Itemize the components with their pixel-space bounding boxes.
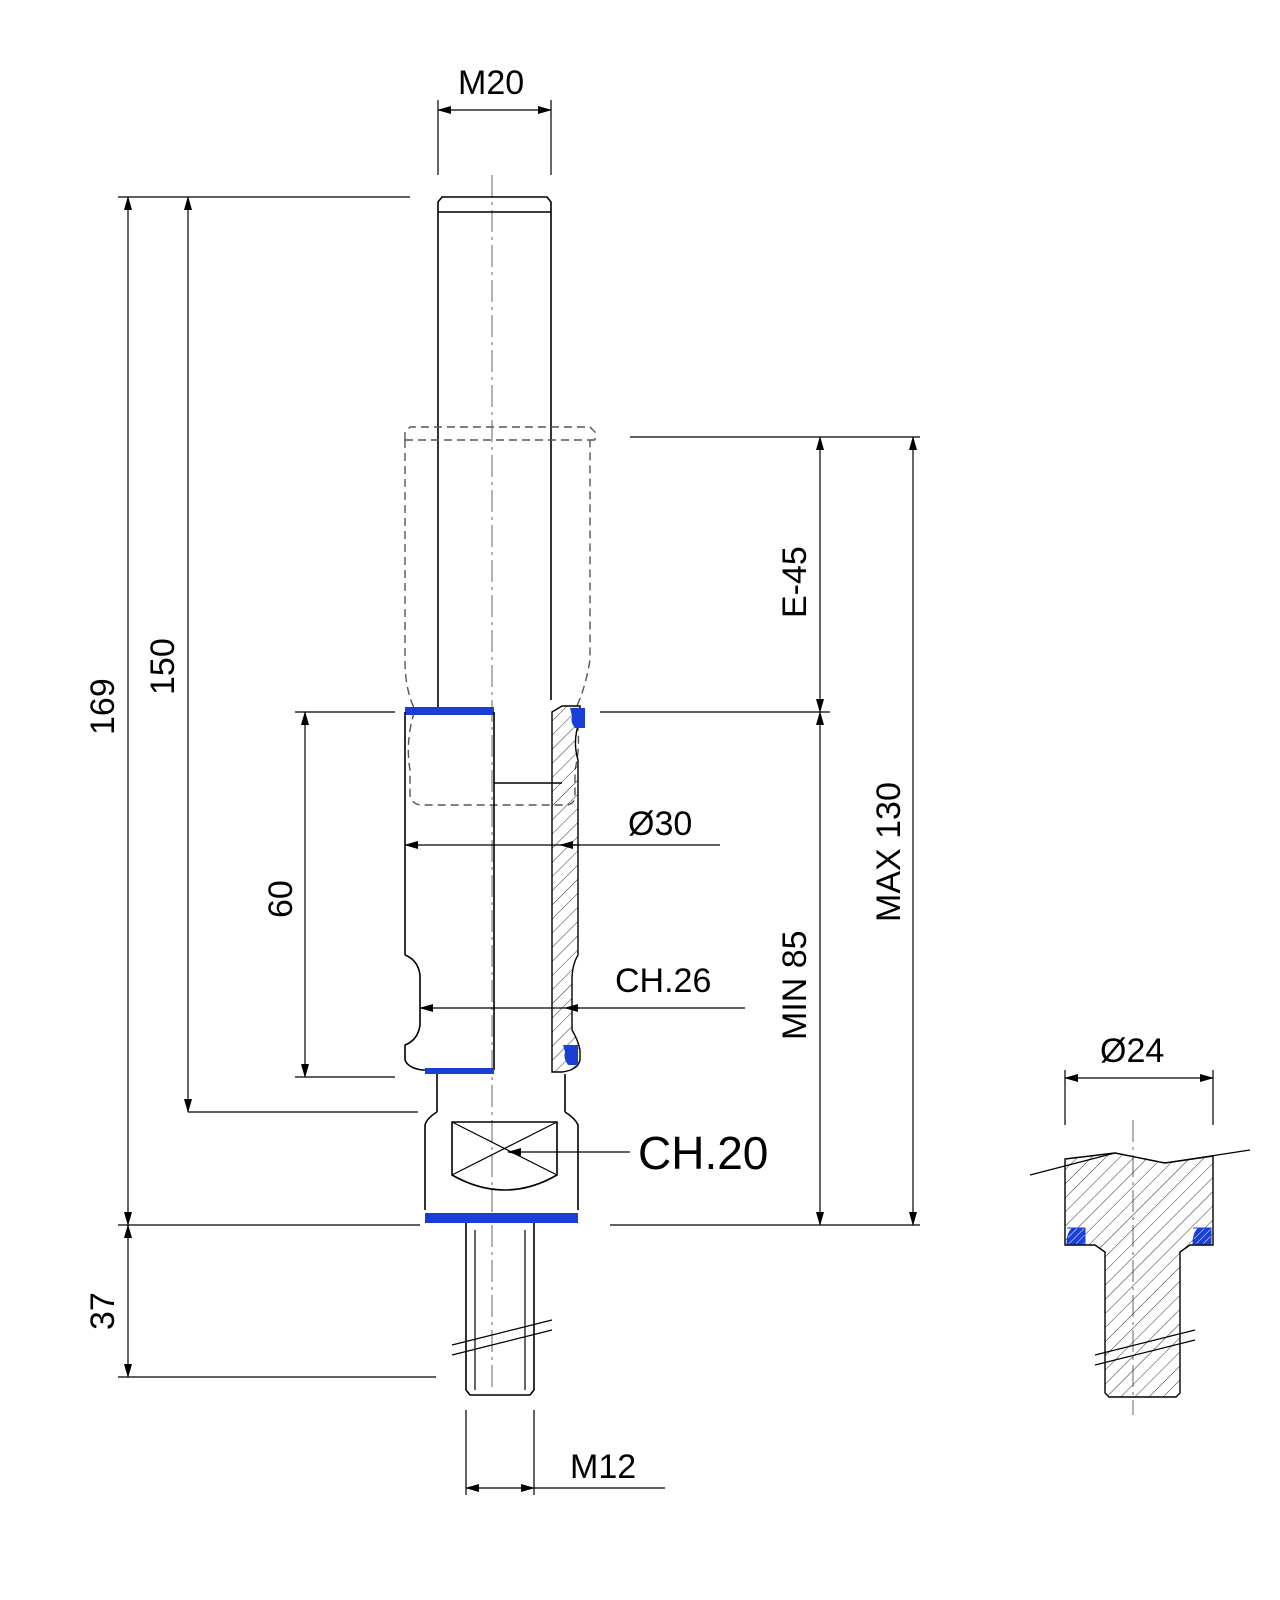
- upper-oring: [570, 708, 585, 728]
- dim-169-label: 169: [84, 678, 122, 735]
- lower-thread: [451, 1223, 553, 1396]
- detail-section-hatch: [1064, 1152, 1214, 1398]
- dim-ch26-label: CH.26: [615, 962, 711, 1000]
- detail-left-oring: [1066, 1227, 1086, 1245]
- section-hatch: [551, 705, 581, 1073]
- dim-dia30-label: Ø30: [628, 805, 692, 843]
- dim-37-label: 37: [84, 1292, 122, 1330]
- dim-dia24-label: Ø24: [1100, 1032, 1164, 1070]
- dim-m12-label: M12: [570, 1448, 636, 1486]
- detail-view: Ø24: [1029, 1032, 1251, 1415]
- dim-e45-label: E-45: [776, 546, 814, 618]
- dim-m20-label: M20: [458, 64, 524, 102]
- dim-min85-label: MIN 85: [776, 930, 814, 1040]
- hex-section: [424, 1074, 579, 1223]
- dimension-lines: [118, 100, 920, 1495]
- dim-ch20-label: CH.20: [638, 1127, 768, 1179]
- top-seal: [405, 707, 494, 715]
- dim-60-label: 60: [262, 880, 300, 918]
- detail-right-oring: [1192, 1227, 1212, 1245]
- cylinder-body: [404, 705, 585, 1074]
- bottom-seal: [425, 1213, 578, 1223]
- dim-150-label: 150: [144, 638, 182, 695]
- piston-rod: [437, 196, 552, 712]
- dim-max130-label: MAX 130: [870, 782, 908, 922]
- main-part: [404, 175, 596, 1396]
- mid-seal: [425, 1068, 494, 1074]
- lower-oring: [563, 1045, 578, 1065]
